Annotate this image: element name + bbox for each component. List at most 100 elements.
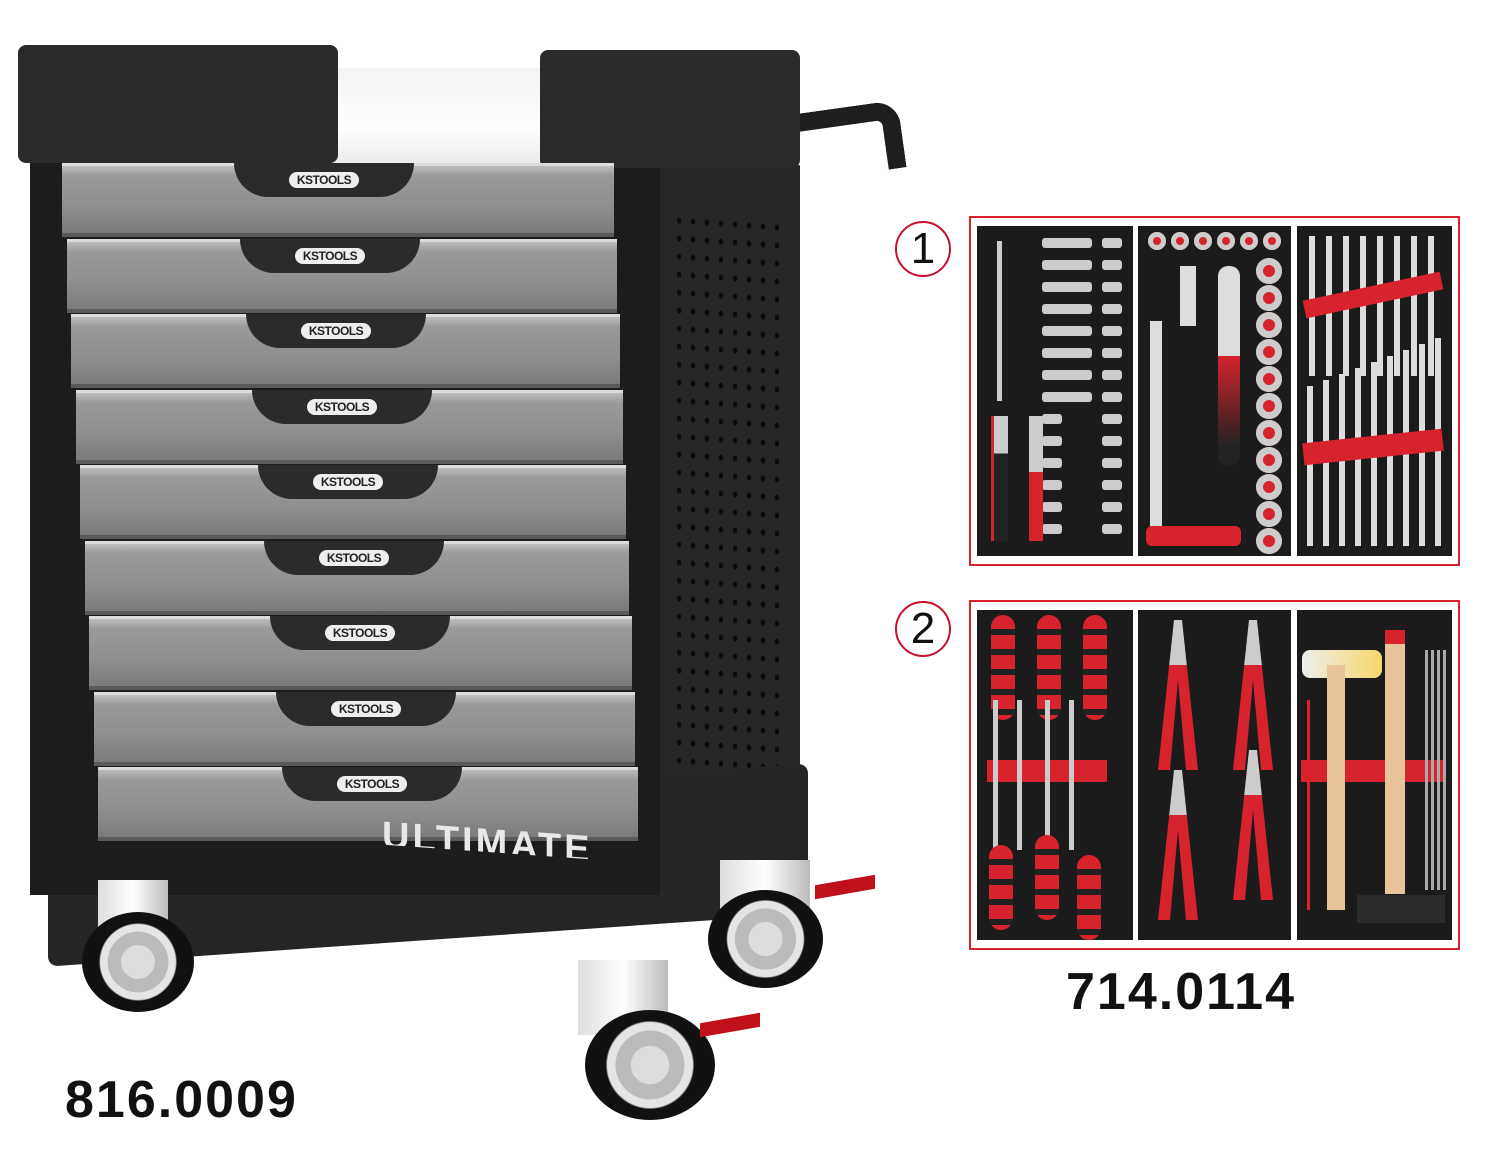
tool-trolley: KSTOOLS KSTOOLS KSTOOLS KSTOOLS KSTOOLS KSTOO… xyxy=(18,45,907,1129)
drawer[interactable]: KSTOOLS xyxy=(66,238,617,313)
kstools-logo: KSTOOLS xyxy=(330,700,402,717)
kstools-logo: KSTOOLS xyxy=(312,474,384,490)
kstools-logo: KSTOOLS xyxy=(288,172,360,188)
socket-icon xyxy=(1171,232,1189,250)
screwdriver-shaft-icon xyxy=(1017,700,1022,850)
pliers-icon xyxy=(1233,750,1273,900)
socket-icon xyxy=(1042,282,1092,292)
drawer-handle[interactable]: KSTOOLS xyxy=(234,163,414,197)
socket-icon xyxy=(1042,524,1062,534)
extension-bar-icon xyxy=(997,241,1002,401)
socket-icon xyxy=(1256,366,1282,392)
socket-icon xyxy=(1102,392,1122,402)
kstools-logo: KSTOOLS xyxy=(300,323,372,339)
hammer-chisel-module xyxy=(1297,610,1452,940)
socket-icon xyxy=(1042,370,1092,380)
kstools-logo: KSTOOLS xyxy=(306,398,378,415)
drawer-handle[interactable]: KSTOOLS xyxy=(246,314,426,348)
socket-icon xyxy=(1256,474,1282,500)
socket-icon xyxy=(1256,501,1282,527)
drawer[interactable]: KSTOOLS xyxy=(71,314,620,388)
socket-icon xyxy=(1102,436,1122,446)
foam-red-strip xyxy=(1146,526,1241,546)
top-tray-right xyxy=(540,50,800,168)
socket-icon xyxy=(1042,348,1092,358)
socket-icon xyxy=(1263,232,1281,250)
socket-icon xyxy=(1256,420,1282,446)
screwdriver-icon xyxy=(1077,855,1101,940)
ratchet-icon xyxy=(1218,266,1240,466)
socket-icon xyxy=(1102,524,1122,534)
drawer-handle[interactable]: KSTOOLS xyxy=(240,238,420,273)
drawer-handle[interactable]: KSTOOLS xyxy=(252,389,432,424)
socket-icon xyxy=(1256,339,1282,365)
socket-icon xyxy=(1256,528,1282,554)
socket-icon xyxy=(1256,312,1282,338)
kstools-logo: KSTOOLS xyxy=(318,549,390,566)
drawer-handle[interactable]: KSTOOLS xyxy=(264,540,444,575)
socket-icon xyxy=(1042,326,1092,336)
kstools-logo: KSTOOLS xyxy=(336,776,408,792)
tray-number-2: 2 xyxy=(895,601,951,657)
brake-pedal xyxy=(815,874,875,900)
spanner-icon xyxy=(1377,236,1383,376)
socket-icon xyxy=(1240,232,1258,250)
wheel-icon xyxy=(82,912,194,1012)
drawer-handle[interactable]: KSTOOLS xyxy=(258,465,438,499)
socket-icon xyxy=(1102,414,1122,424)
drawer[interactable]: KSTOOLS xyxy=(93,691,635,766)
perforated-panel xyxy=(672,211,782,859)
brake-pedal xyxy=(700,1012,760,1038)
drawer-handle[interactable]: KSTOOLS xyxy=(282,767,462,801)
tray-number-1: 1 xyxy=(895,221,951,277)
socket-icon xyxy=(1042,304,1092,314)
socket-icon xyxy=(1102,260,1122,270)
toolset-product-code: 714.0114 xyxy=(1066,963,1297,1021)
extension-bar-icon xyxy=(1150,321,1162,531)
foam-red-strip xyxy=(1302,271,1444,319)
hammer-handle-icon xyxy=(1327,665,1345,910)
drawer[interactable]: KSTOOLS xyxy=(80,465,626,539)
socket-icon xyxy=(1102,480,1122,490)
drawer[interactable]: KSTOOLS xyxy=(89,616,632,690)
pliers-icon xyxy=(1233,620,1273,770)
hammer-head-icon xyxy=(1357,895,1445,923)
socket-icon xyxy=(1042,260,1092,270)
socket-bits-module xyxy=(977,226,1133,556)
spanner-module xyxy=(1297,226,1452,556)
screwdriver-shaft-icon xyxy=(1069,700,1074,850)
chisel-icon xyxy=(1443,650,1446,890)
spanner-icon xyxy=(1307,386,1313,546)
socket-icon xyxy=(1256,285,1282,311)
extension-bar-icon xyxy=(1180,266,1196,326)
socket-icon xyxy=(1042,414,1062,424)
trolley-product-code: 816.0009 xyxy=(65,1071,298,1129)
socket-icon xyxy=(1102,348,1122,358)
drawer[interactable]: KSTOOLS xyxy=(98,767,638,841)
drawer-handle[interactable]: KSTOOLS xyxy=(276,691,456,726)
kstools-logo: KSTOOLS xyxy=(294,247,366,264)
socket-icon xyxy=(1102,326,1122,336)
drawer-handle[interactable]: KSTOOLS xyxy=(270,616,450,650)
ratchet-icon xyxy=(1029,416,1043,541)
screwdriver-shaft-icon xyxy=(1045,700,1050,850)
pliers-module xyxy=(1138,610,1291,940)
screwdriver-icon xyxy=(991,416,1008,541)
chisel-icon xyxy=(1431,650,1434,890)
socket-icon xyxy=(1256,258,1282,284)
socket-icon xyxy=(1102,502,1122,512)
spanner-icon xyxy=(1411,236,1417,376)
screwdriver-icon xyxy=(989,845,1013,930)
screwdriver-shaft-icon xyxy=(993,700,998,850)
spanner-icon xyxy=(1394,236,1400,376)
pliers-icon xyxy=(1158,770,1198,920)
socket-icon xyxy=(1042,392,1092,402)
drawer[interactable]: KSTOOLS xyxy=(62,163,614,237)
kstools-logo: KSTOOLS xyxy=(324,625,396,641)
socket-icon xyxy=(1102,458,1122,468)
screwdriver-icon xyxy=(1083,615,1107,720)
socket-icon xyxy=(1042,458,1062,468)
drawer[interactable]: KSTOOLS xyxy=(75,389,623,464)
screwdriver-icon xyxy=(1035,835,1059,920)
drawer[interactable]: KSTOOLS xyxy=(84,540,629,615)
